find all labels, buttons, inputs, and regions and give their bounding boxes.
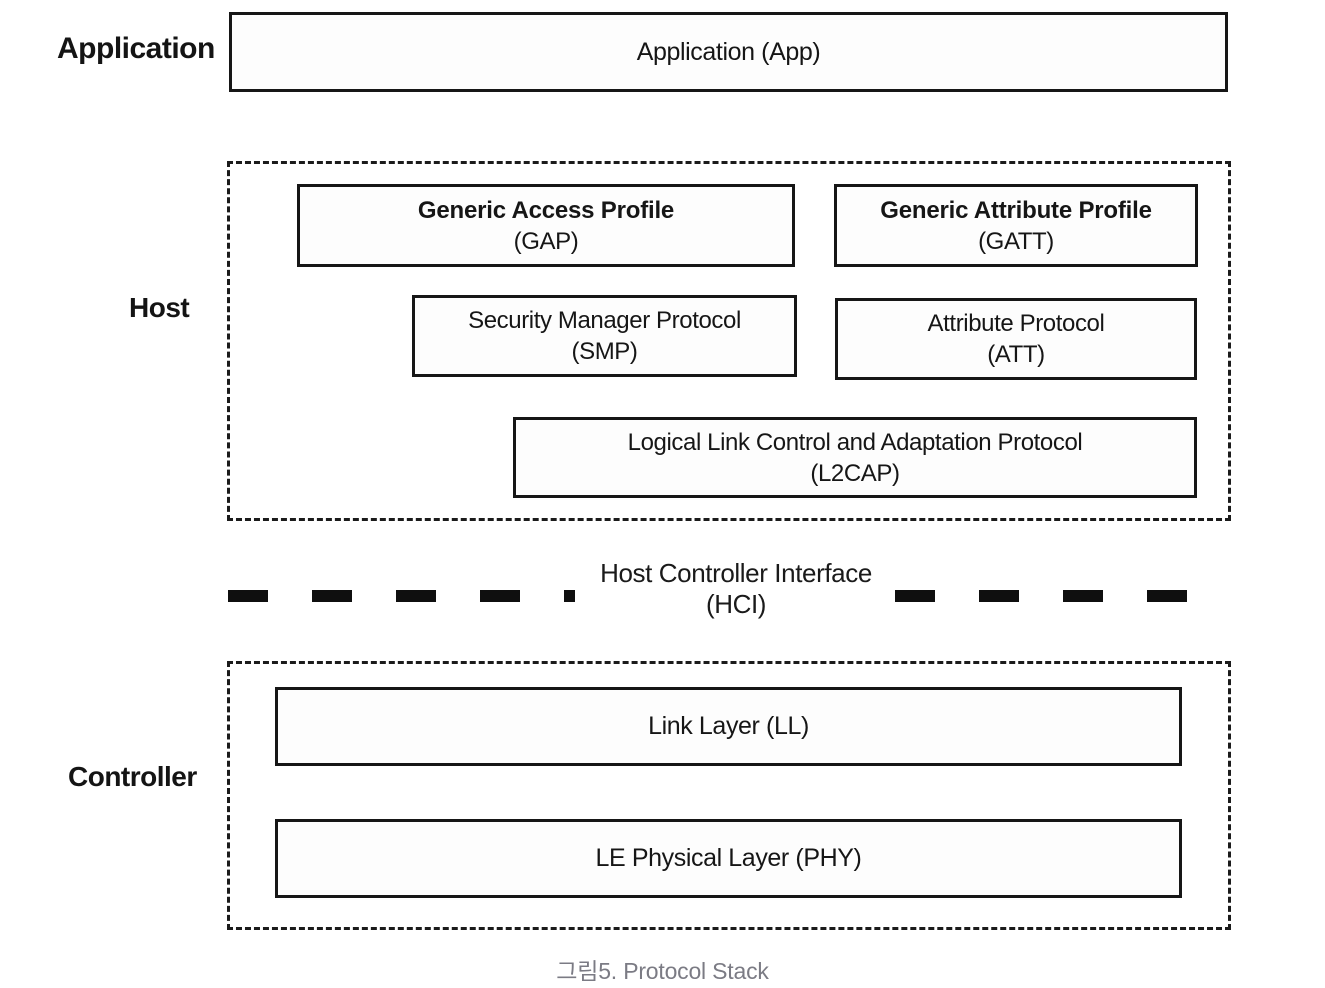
host-group-frame [227,161,1231,521]
host-layer-label: Host [129,292,190,323]
physical-layer-title: LE Physical Layer (PHY) [595,844,862,872]
link-layer-title: Link Layer (LL) [648,712,809,740]
application-box-title: Application (App) [636,37,821,66]
att-title: Attribute Protocol [927,310,1105,337]
gatt-title: Generic Attribute Profile [880,196,1152,224]
hci-label: Host Controller Interface (HCI) [561,558,911,620]
controller-layer-label: Controller [68,761,197,792]
att-abbr: (ATT) [987,341,1045,368]
smp-abbr: (SMP) [571,338,638,365]
controller-group-frame [227,661,1231,930]
hci-abbr: (HCI) [705,589,767,619]
gap-title: Generic Access Profile [417,196,675,224]
l2cap-title: Logical Link Control and Adaptation Prot… [627,428,1083,456]
att-box: Attribute Protocol (ATT) [835,298,1197,380]
hci-title: Host Controller Interface [600,558,872,588]
l2cap-box: Logical Link Control and Adaptation Prot… [513,417,1197,498]
hci-divider-left-segment [228,590,575,602]
l2cap-abbr: (L2CAP) [810,459,900,487]
smp-box: Security Manager Protocol (SMP) [412,295,797,377]
gatt-box: Generic Attribute Profile (GATT) [834,184,1198,267]
application-box: Application (App) [229,12,1228,92]
physical-layer-box: LE Physical Layer (PHY) [275,819,1182,898]
gap-abbr: (GAP) [513,227,579,255]
application-layer-label: Application [57,32,215,65]
gap-box: Generic Access Profile (GAP) [297,184,795,267]
link-layer-box: Link Layer (LL) [275,687,1182,766]
hci-divider-right-segment [895,590,1226,602]
smp-title: Security Manager Protocol [468,307,741,334]
gatt-abbr: (GATT) [978,227,1054,255]
figure-caption: 그림5. Protocol Stack [556,958,769,984]
